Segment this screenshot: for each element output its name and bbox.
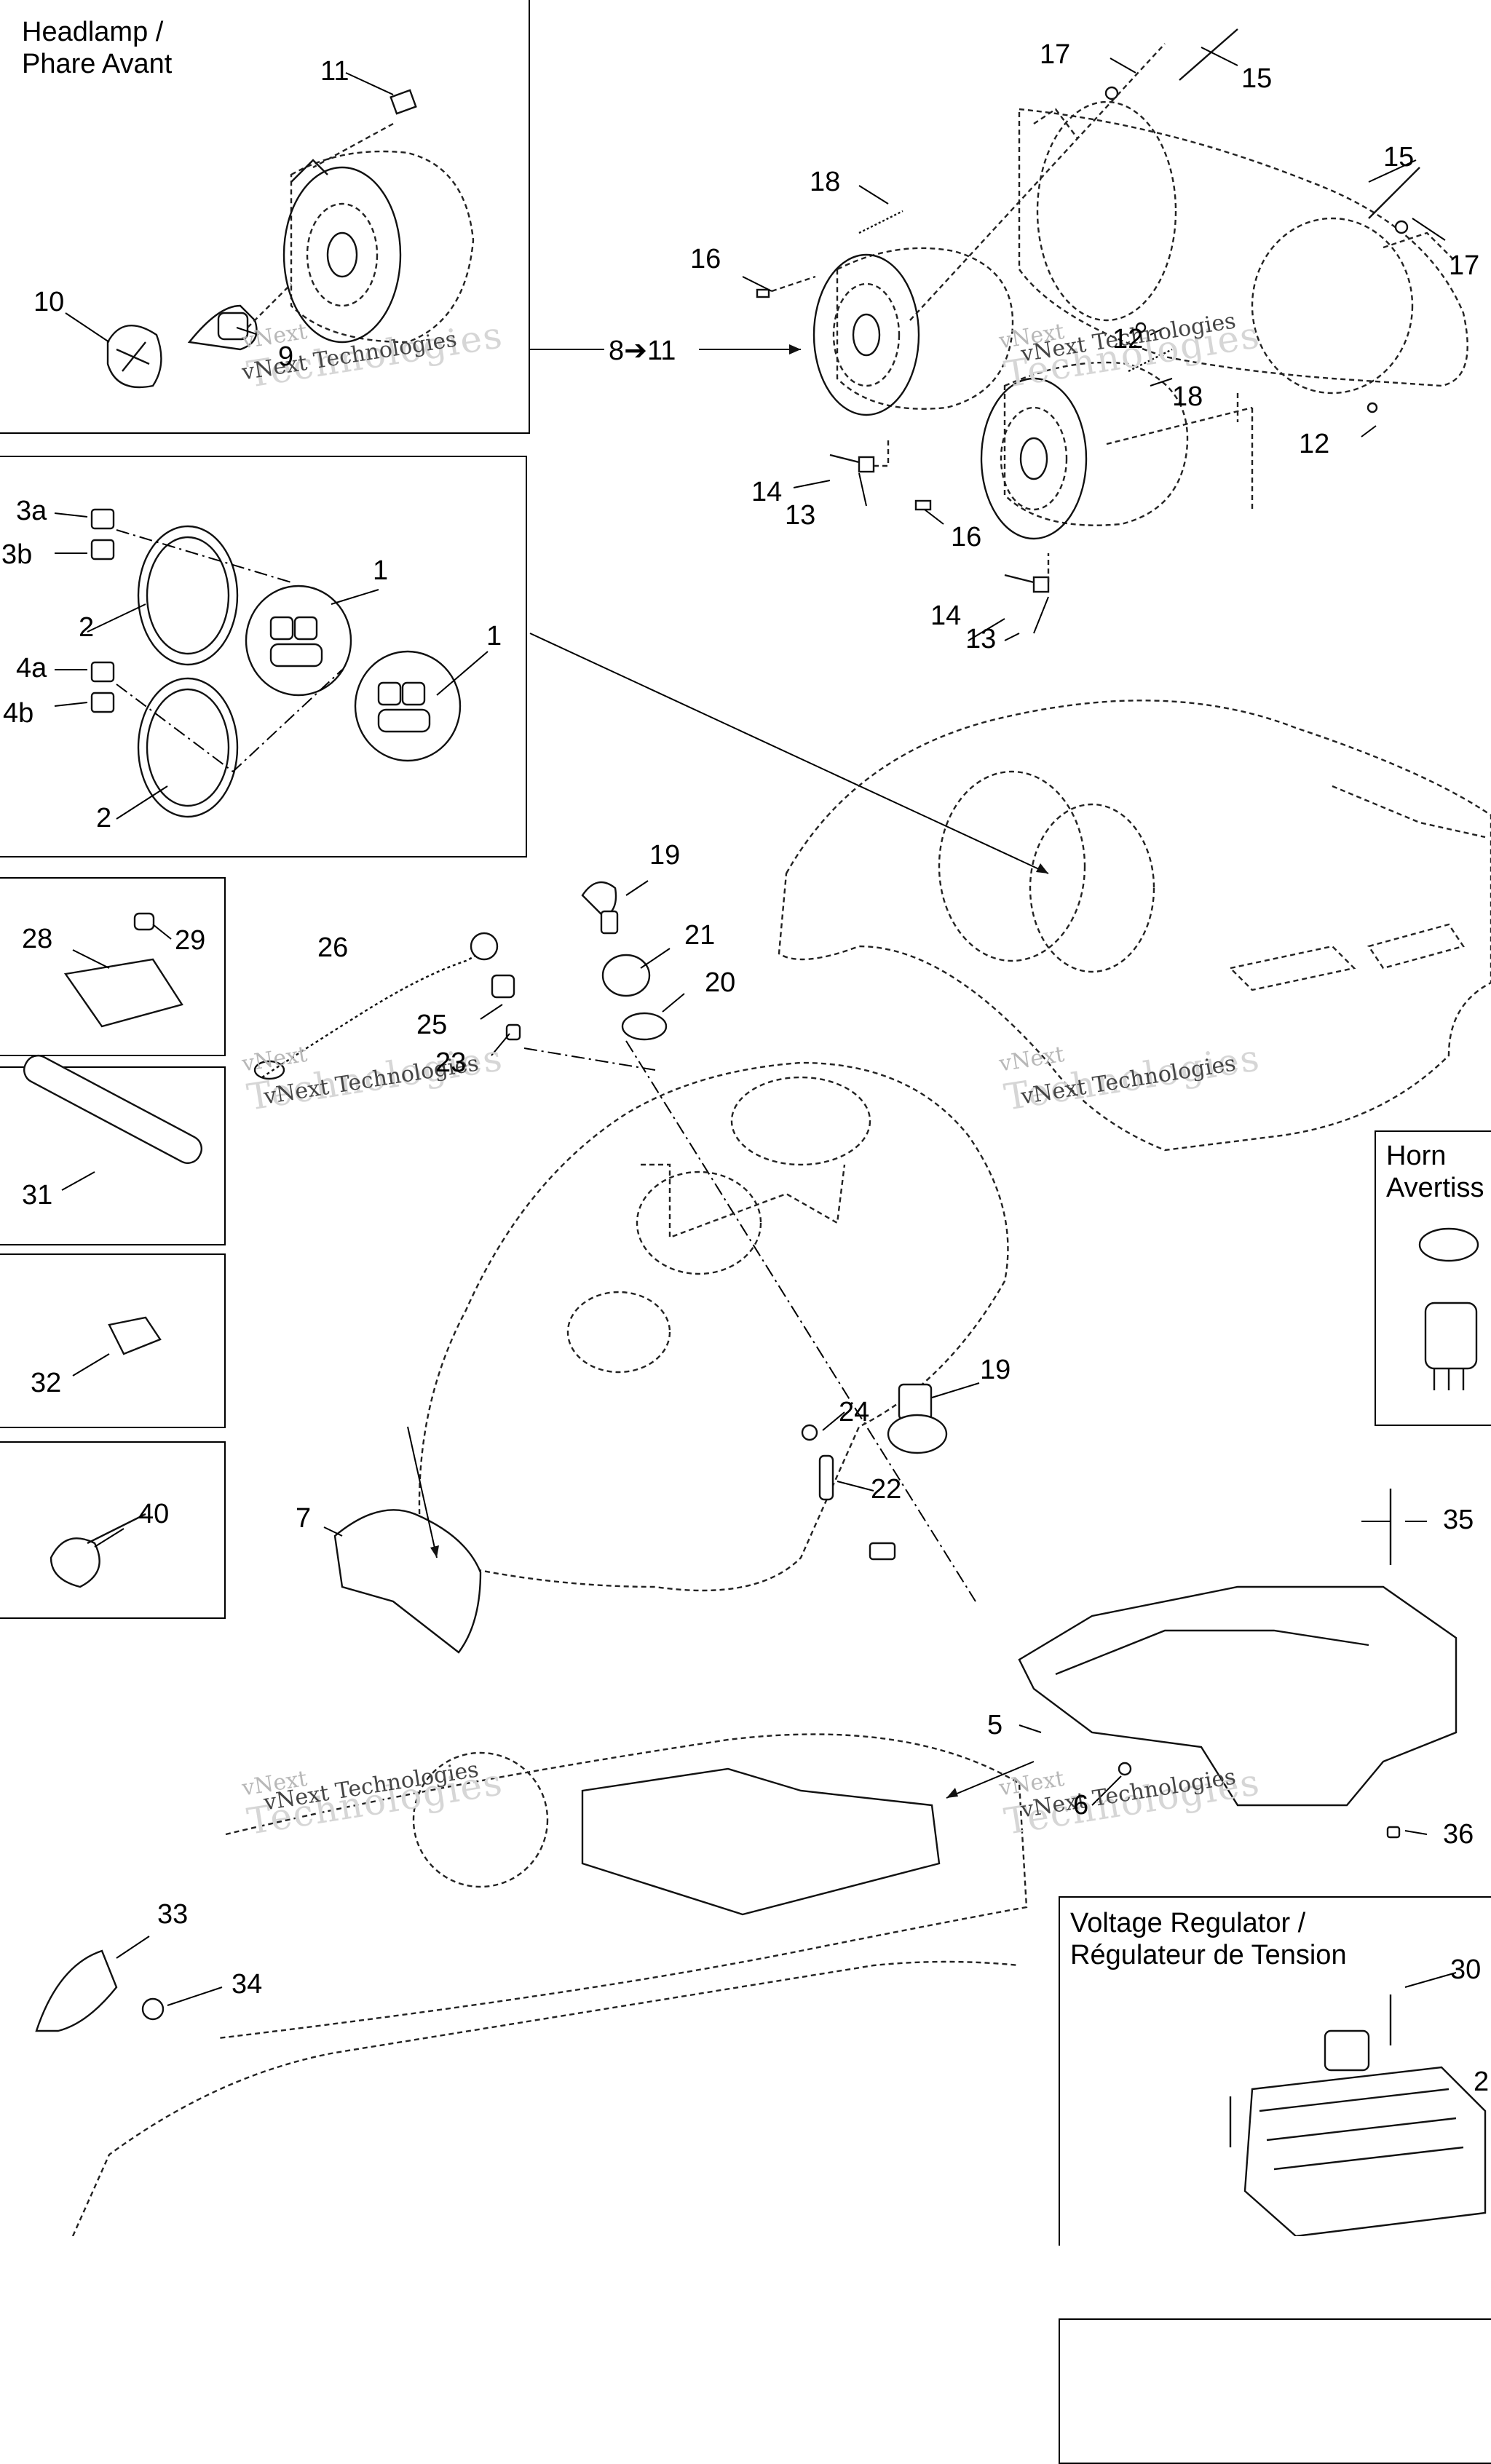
label-2-upper: 2 bbox=[79, 612, 95, 643]
headlamp-assembly-sketch bbox=[106, 89, 475, 389]
label-6: 6 bbox=[1073, 1790, 1089, 1821]
bracket-frame-sketch bbox=[35, 1509, 1028, 2236]
label-40: 40 bbox=[138, 1499, 170, 1529]
label-22: 22 bbox=[871, 1474, 902, 1505]
label-4a: 4a bbox=[16, 653, 47, 684]
label-21: 21 bbox=[684, 920, 716, 951]
label-9: 9 bbox=[278, 341, 294, 372]
label-12-top: 12 bbox=[1112, 324, 1144, 354]
label-11: 11 bbox=[320, 56, 349, 87]
ignition-key-sketch bbox=[253, 881, 976, 1602]
label-7: 7 bbox=[296, 1503, 312, 1534]
label-30: 30 bbox=[1450, 1954, 1482, 1985]
headlamp-box bbox=[0, 0, 530, 434]
label-16-top: 16 bbox=[690, 244, 721, 274]
label-13-mid: 13 bbox=[965, 624, 997, 654]
headlamp-title-1: Headlamp / bbox=[22, 17, 164, 47]
headlamp-housing-sketch bbox=[756, 28, 1468, 593]
label-32: 32 bbox=[31, 1368, 62, 1398]
horn-box bbox=[1375, 1130, 1491, 1426]
label-15-right: 15 bbox=[1383, 142, 1415, 173]
horn-regulator-sketch bbox=[1229, 1227, 1487, 2236]
front-fascia-sketch bbox=[778, 700, 1491, 1152]
label-1-lower: 1 bbox=[486, 621, 502, 651]
label-18-top: 18 bbox=[810, 167, 841, 197]
label-2-regulator: 2 bbox=[1474, 2067, 1490, 2097]
label-17-top: 17 bbox=[1040, 39, 1071, 70]
label-25: 25 bbox=[416, 1010, 448, 1040]
label-14-mid: 14 bbox=[930, 601, 962, 631]
voltage-regulator-box bbox=[1059, 2318, 1491, 2464]
label-28: 28 bbox=[22, 924, 53, 954]
label-13-top: 13 bbox=[785, 500, 816, 531]
label-35: 35 bbox=[1443, 1505, 1474, 1535]
horn-title-1: Horn bbox=[1386, 1141, 1447, 1171]
label-23: 23 bbox=[435, 1047, 467, 1078]
label-15-top: 15 bbox=[1241, 63, 1273, 94]
label-17-right: 17 bbox=[1449, 250, 1480, 281]
horn-title-2: Avertiss bbox=[1386, 1173, 1484, 1203]
headlamp-title-2: Phare Avant bbox=[22, 49, 173, 79]
diagram-drawing bbox=[23, 28, 1491, 2236]
label-19-top: 19 bbox=[649, 840, 681, 871]
callout-8-to-11: 8➔11 bbox=[609, 336, 676, 366]
label-19-mid: 19 bbox=[980, 1355, 1011, 1385]
label-33: 33 bbox=[157, 1899, 189, 1930]
label-20: 20 bbox=[705, 967, 736, 998]
label-26: 26 bbox=[317, 932, 349, 963]
label-3a: 3a bbox=[16, 496, 47, 526]
label-12-right: 12 bbox=[1299, 429, 1330, 459]
voltage-regulator-title-2: Régulateur de Tension bbox=[1070, 1940, 1347, 1970]
label-5: 5 bbox=[987, 1710, 1003, 1740]
label-10: 10 bbox=[33, 287, 65, 317]
label-4b: 4b bbox=[3, 698, 34, 729]
bulb-socket-sketch bbox=[90, 508, 462, 818]
voltage-regulator-title-1: Voltage Regulator / bbox=[1070, 1908, 1306, 1938]
label-2-lower: 2 bbox=[96, 803, 112, 833]
support-bracket-sketch bbox=[946, 1489, 1458, 1839]
label-24: 24 bbox=[839, 1397, 870, 1427]
label-36: 36 bbox=[1443, 1819, 1474, 1850]
label-3b: 3b bbox=[1, 539, 33, 570]
label-31: 31 bbox=[22, 1180, 53, 1211]
console-sketch bbox=[418, 1061, 1009, 1592]
label-14-top: 14 bbox=[751, 477, 783, 507]
label-34: 34 bbox=[232, 1969, 263, 2000]
label-16-mid: 16 bbox=[951, 522, 982, 552]
small-parts-sketch bbox=[23, 912, 202, 1588]
clip-box-32 bbox=[0, 1253, 226, 1428]
label-1-upper: 1 bbox=[373, 555, 389, 586]
leader-lines bbox=[54, 47, 1457, 2006]
label-29: 29 bbox=[175, 925, 206, 956]
label-18-mid: 18 bbox=[1172, 381, 1203, 412]
